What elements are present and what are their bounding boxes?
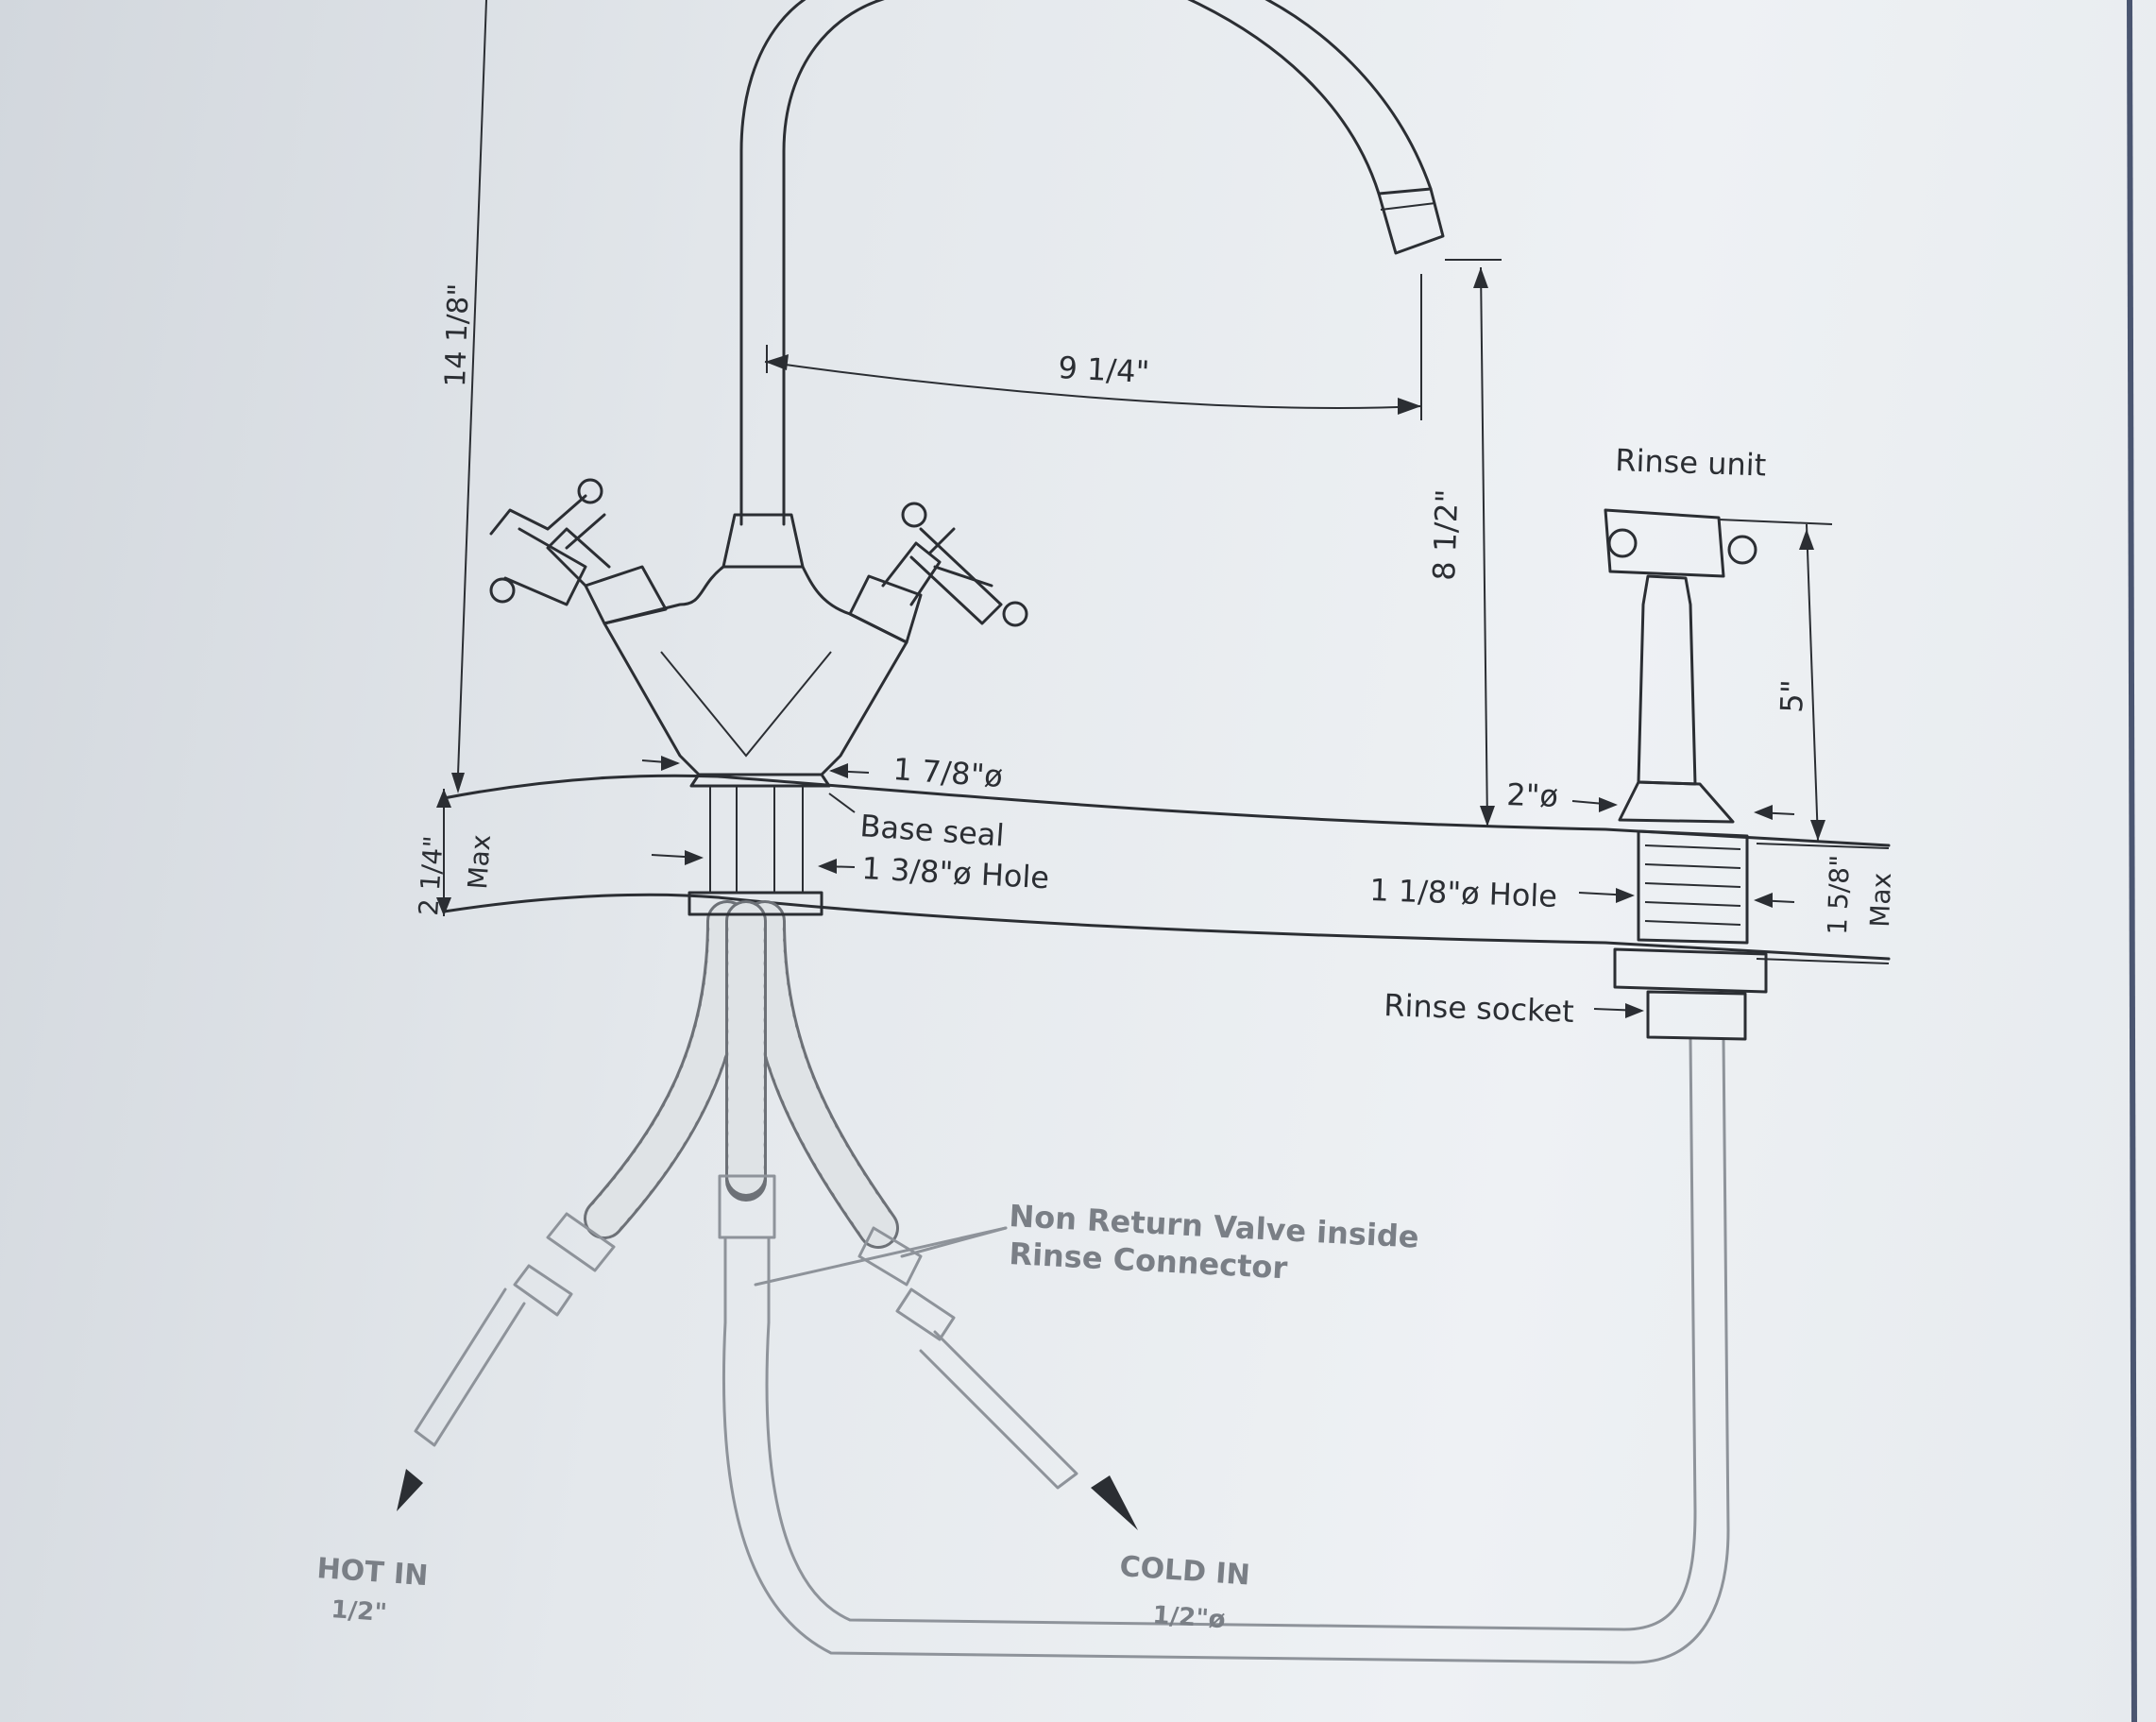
gooseneck-spout (739, 0, 1445, 526)
label-cold-size: 1/2"ø (1152, 1601, 1227, 1634)
hot-inlet-pipe (414, 1212, 616, 1447)
label-base-seal: Base seal (858, 808, 1005, 854)
label-spout-height: 8 1/2" (1426, 488, 1465, 581)
mixer-body (489, 478, 1028, 916)
flexible-hoses (584, 900, 899, 1249)
label-base-dia: 1 7/8"ø (891, 751, 1004, 794)
label-deck-max-left: 2 1/4" (413, 835, 450, 917)
rinse-connector-pipe (718, 1037, 1730, 1664)
label-rinse-unit: Rinse unit (1615, 442, 1767, 484)
dimension-lines (397, 0, 1890, 1530)
label-max-left: Max (462, 833, 497, 890)
label-rinse-dia: 2"ø (1506, 776, 1559, 814)
dimension-labels: 14 1/8" 9 1/4" 8 1/2" Rinse unit 5" 1 7/… (315, 282, 1897, 1634)
label-cold-in: COLD IN (1118, 1550, 1250, 1593)
label-rinse-hole: 1 1/8"ø Hole (1369, 872, 1558, 914)
label-height-total: 14 1/8" (439, 282, 476, 387)
label-rinse-socket: Rinse socket (1384, 987, 1575, 1030)
label-deck-max-right: 1 5/8" (1822, 854, 1856, 935)
rinse-unit (1604, 508, 1768, 1041)
label-mixer-hole: 1 3/8"ø Hole (861, 850, 1050, 895)
label-hot-size: 1/2" (331, 1595, 388, 1628)
cold-inlet-pipe (857, 1226, 1078, 1490)
label-max-right: Max (1864, 872, 1897, 928)
label-spout-reach: 9 1/4" (1058, 350, 1151, 390)
label-hot-in: HOT IN (315, 1552, 429, 1593)
countertop-deck (442, 774, 1891, 961)
page-edge-line (2127, 0, 2137, 1722)
label-rinse-height: 5" (1774, 679, 1810, 713)
